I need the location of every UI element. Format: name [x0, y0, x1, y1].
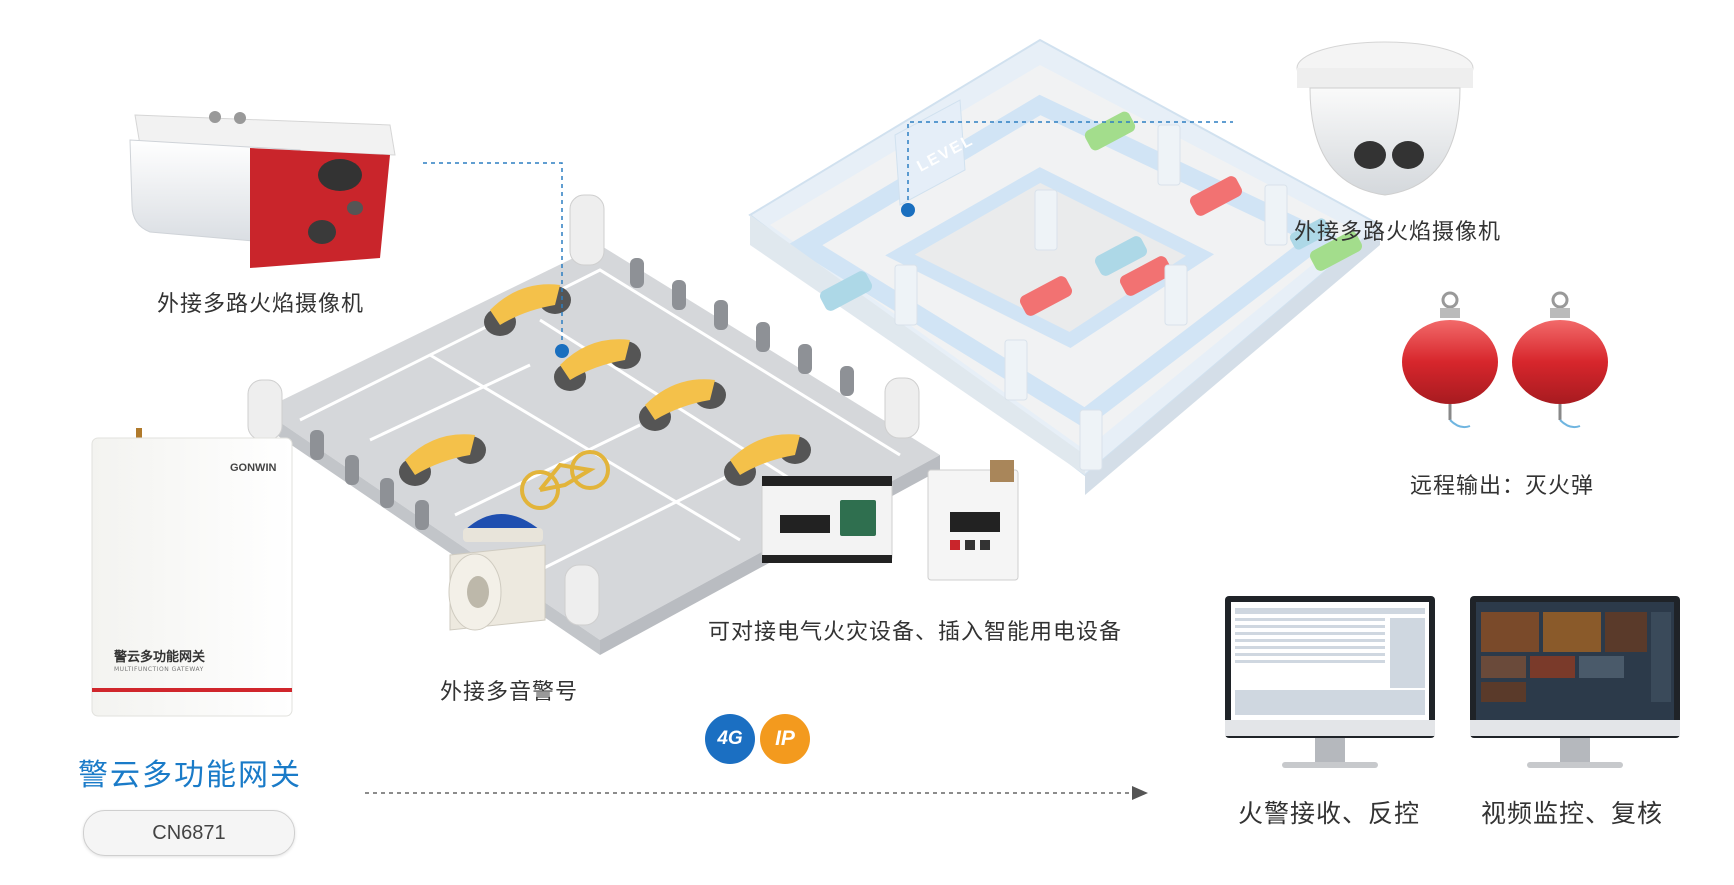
extinguisher-label: 远程输出：灭火弹	[1410, 474, 1595, 499]
connector-dot	[901, 203, 915, 217]
connector-dot	[555, 344, 569, 358]
network-ip-badge: IP	[760, 714, 810, 764]
monitor-right-label: 视频监控、复核	[1481, 799, 1664, 828]
fire-extinguisher-balls	[1402, 291, 1608, 429]
scooters	[399, 284, 811, 510]
gateway-model-pill: CN6871	[83, 810, 295, 856]
gateway-title: 警云多功能网关	[78, 758, 302, 793]
electric-devices-label: 可对接电气火灾设备、插入智能用电设备	[708, 620, 1123, 645]
bullet-camera-label: 外接多路火焰摄像机	[157, 292, 365, 317]
data-flow-arrow	[365, 786, 1148, 800]
electric-fire-devices	[761, 460, 1019, 581]
monitor-left	[1225, 596, 1435, 768]
network-4g-badge: 4G	[705, 714, 755, 764]
garage-cars	[819, 111, 1363, 316]
dome-camera	[1296, 41, 1474, 196]
gateway-brand-logo: GONWIN	[230, 462, 277, 474]
gateway-device-name: 警云多功能网关	[114, 650, 206, 665]
siren-label: 外接多音警号	[440, 680, 579, 705]
bullet-camera	[129, 111, 396, 268]
monitor-right	[1470, 596, 1680, 768]
connector-lines	[423, 121, 1233, 350]
siren-device	[448, 514, 546, 631]
monitor-left-label: 火警接收、反控	[1238, 799, 1421, 828]
gateway-device-subtitle: MULTIFUNCTION GATEWAY	[114, 666, 204, 673]
gateway-device	[91, 428, 293, 717]
dome-camera-label: 外接多路火焰摄像机	[1294, 220, 1502, 245]
